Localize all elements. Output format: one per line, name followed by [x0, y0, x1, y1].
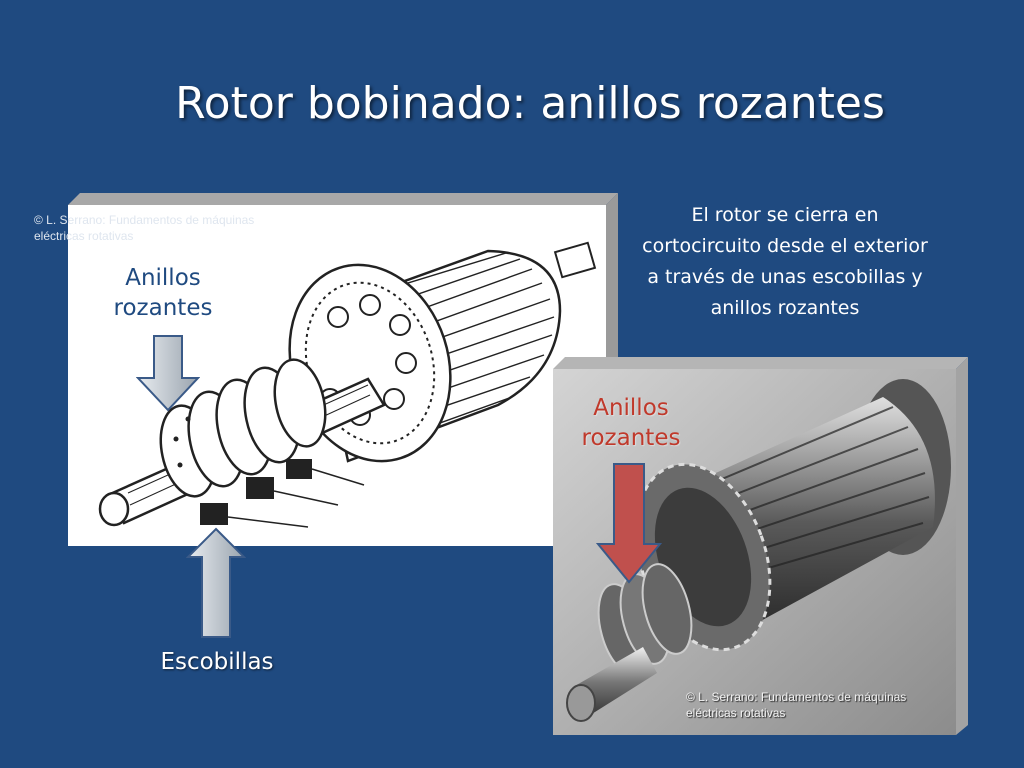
photo-rings-label-line1: Anillos	[593, 395, 669, 421]
rotor-photo-panel	[553, 357, 968, 735]
photo-copyright-line2: eléctricas rotativas	[686, 706, 786, 720]
rings-arrow-down-icon	[136, 335, 200, 412]
drawing-copyright-line1: © L. Serrano: Fundamentos de máquinas	[34, 213, 255, 227]
photo-rings-label: Anillos rozantes	[566, 394, 696, 454]
photo-rings-arrow-down-icon	[596, 463, 662, 584]
rotor-drawing-panel	[68, 193, 618, 546]
slide-title: Rotor bobinado: anillos rozantes	[175, 78, 885, 129]
drawing-rings-label-line2: rozantes	[113, 294, 213, 321]
brushes-arrow-up-icon	[186, 527, 246, 638]
photo-rings-label-line2: rozantes	[581, 424, 681, 451]
photo-copyright: © L. Serrano: Fundamentos de máquinas el…	[686, 689, 956, 721]
brushes-label: Escobillas	[160, 649, 274, 675]
drawing-copyright: © L. Serrano: Fundamentos de máquinas el…	[34, 212, 294, 244]
rotor-photo	[553, 357, 968, 735]
photo-copyright-line1: © L. Serrano: Fundamentos de máquinas	[686, 690, 907, 704]
rotor-drawing	[68, 193, 618, 546]
drawing-copyright-line2: eléctricas rotativas	[34, 229, 134, 243]
drawing-rings-label: Anillos rozantes	[98, 264, 228, 324]
rotor-description: El rotor se cierra en cortocircuito desd…	[642, 204, 928, 319]
drawing-rings-label-line1: Anillos	[125, 265, 201, 291]
